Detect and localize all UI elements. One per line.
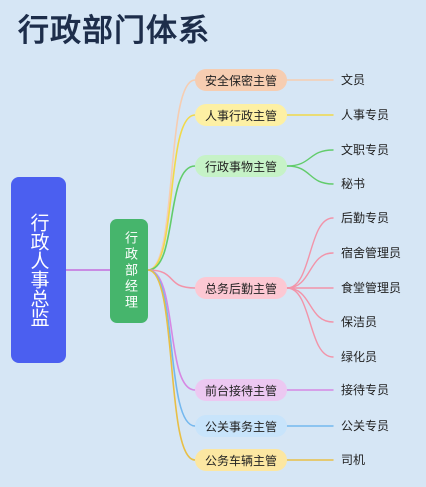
branch-line-2	[147, 165, 196, 271]
staff-line-2-0	[286, 149, 334, 167]
supervisor-node-4: 前台接待主管	[195, 379, 287, 401]
staff-line-3-4	[286, 287, 334, 358]
branch-line-6	[147, 269, 196, 461]
branch-line-3	[147, 269, 196, 289]
staff-line-3-1	[286, 252, 334, 289]
branch-line-0	[147, 79, 196, 271]
supervisor-node-6: 公务车辆主管	[195, 449, 287, 471]
staff-node-5-0: 公关专员	[341, 419, 390, 433]
branch-line-5	[147, 269, 196, 427]
staff-node-2-0: 文职专员	[341, 143, 390, 157]
supervisor-node-0: 安全保密主管	[195, 69, 287, 91]
staff-node-4-0: 接待专员	[341, 383, 390, 397]
staff-node-0-0: 文员	[341, 73, 366, 87]
staff-node-2-1: 秘书	[341, 177, 366, 191]
staff-node-1-0: 人事专员	[341, 108, 390, 122]
page-title: 行政部门体系	[18, 13, 210, 49]
staff-node-3-1: 宿舍管理员	[341, 246, 402, 260]
supervisor-node-3: 总务后勤主管	[195, 277, 287, 299]
branch-line-1	[147, 114, 196, 271]
manager-node: 行政部经理	[110, 219, 148, 323]
supervisor-node-5: 公关事务主管	[195, 415, 287, 437]
staff-node-3-4: 绿化员	[341, 350, 378, 364]
staff-node-3-2: 食堂管理员	[341, 281, 402, 295]
staff-line-2-1	[286, 165, 334, 185]
staff-node-3-0: 后勤专员	[341, 211, 390, 225]
supervisor-node-1: 人事行政主管	[195, 104, 287, 126]
staff-line-3-3	[286, 287, 334, 323]
supervisor-node-2: 行政事物主管	[195, 155, 287, 177]
staff-node-3-3: 保洁员	[341, 315, 378, 329]
staff-line-3-0	[286, 217, 334, 289]
root-node: 行政人事总监	[11, 177, 66, 363]
staff-node-6-0: 司机	[341, 453, 366, 467]
